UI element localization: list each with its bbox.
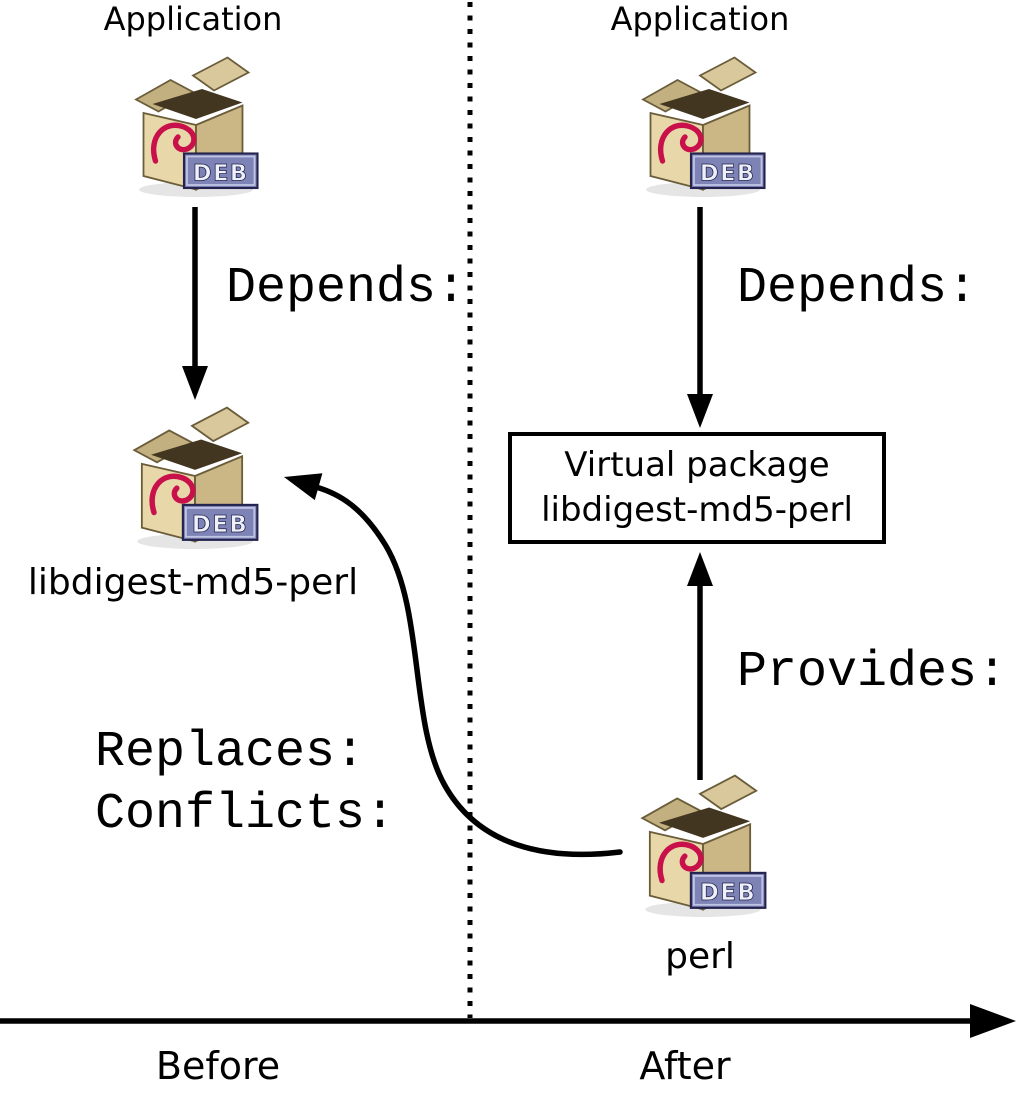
conflicts-label: Conflicts: xyxy=(95,786,396,843)
replaces-label: Replaces: xyxy=(95,724,366,781)
deb-package-icon-application-after xyxy=(625,50,775,200)
depends-label-before: Depends: xyxy=(226,260,467,317)
replaces-conflicts-curved-arrow xyxy=(284,473,623,858)
application-label-before: Application xyxy=(103,0,283,38)
deb-package-icon-libdigest xyxy=(116,400,268,552)
deb-package-icon-application-before xyxy=(118,50,268,200)
depends-label-after: Depends: xyxy=(737,260,978,317)
axis-label-before: Before xyxy=(155,1044,281,1088)
depends-arrow-after xyxy=(687,207,713,428)
timeline-axis-arrow xyxy=(0,1004,1016,1038)
axis-label-after: After xyxy=(639,1044,731,1088)
application-label-after: Application xyxy=(610,0,790,38)
depends-arrow-before xyxy=(182,207,208,400)
provides-label: Provides: xyxy=(737,644,1008,701)
libdigest-package-label: libdigest-md5-perl xyxy=(27,562,359,603)
perl-package-label: perl xyxy=(665,936,735,977)
virtual-package-box: Virtual package libdigest-md5-perl xyxy=(508,432,886,544)
provides-arrow xyxy=(687,552,713,780)
virtual-package-box-line1: Virtual package xyxy=(564,445,830,486)
virtual-package-box-line2: libdigest-md5-perl xyxy=(541,490,853,530)
deb-package-icon-perl xyxy=(624,768,776,920)
